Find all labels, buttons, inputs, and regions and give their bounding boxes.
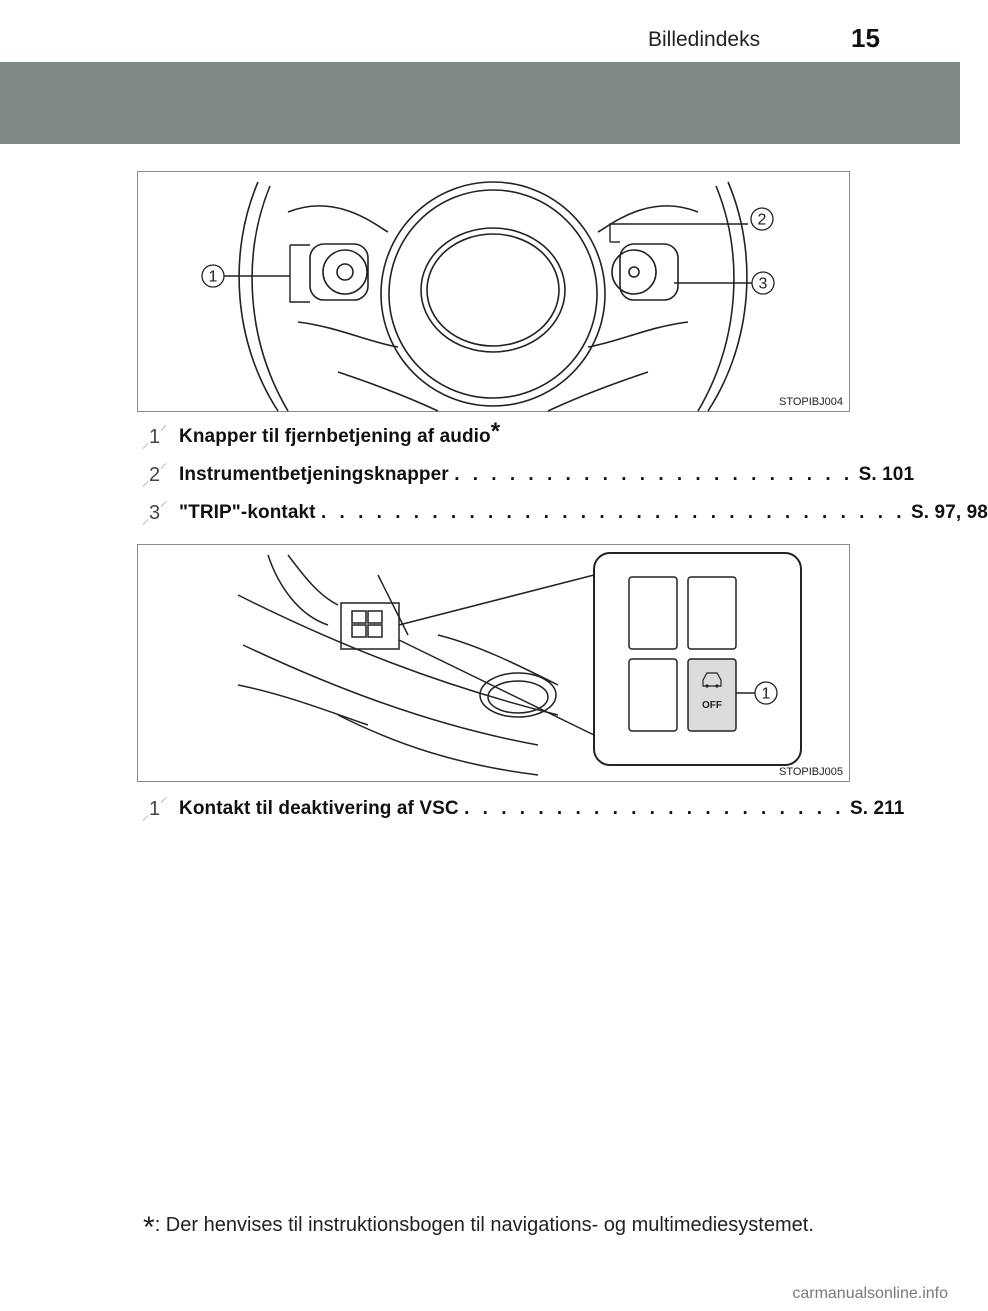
item-label: Kontakt til deaktivering af VSC: [179, 798, 459, 819]
header-band: [0, 62, 960, 144]
page-number: 15: [851, 23, 880, 53]
figure-code: STOPIBJ005: [779, 766, 843, 778]
footnote-star: *: [143, 1211, 155, 1244]
list-item: 1 Kontakt til deaktivering af VSC . . . …: [143, 796, 904, 826]
page-reference[interactable]: S. 97, 98: [910, 502, 988, 523]
console-illustration: OFF 1: [237, 552, 802, 776]
callout-1: 1: [762, 686, 771, 703]
callout-1: 1: [209, 269, 218, 286]
item-label: Instrumentbetjeningsknapper: [179, 464, 449, 485]
footnote-text: : Der henvises til instruktionsbogen til…: [154, 1214, 814, 1236]
console-figure: OFF 1 STOPIBJ005: [137, 544, 850, 782]
item-number: 2: [143, 462, 166, 488]
item-number: 3: [143, 500, 166, 526]
steering-wheel-illustration: 1 2 3: [201, 181, 775, 412]
dot-leaders: . . . . . . . . . . . . . . . . . . . . …: [454, 464, 854, 485]
dot-leaders: . . . . . . . . . . . . . . . . . . . . …: [320, 502, 906, 523]
item-number: 1: [143, 424, 166, 450]
dot-leaders: . . . . . . . . . . . . . . . . . . . . …: [464, 798, 845, 819]
footnote: *: Der henvises til instruktionsbogen ti…: [143, 1205, 814, 1244]
list-item: 3 "TRIP"-kontakt . . . . . . . . . . . .…: [143, 500, 988, 530]
footnote-star: *: [490, 417, 501, 445]
item-number: 1: [143, 796, 166, 822]
item-label: "TRIP"-kontakt: [179, 502, 316, 523]
vsc-off-label: OFF: [702, 700, 722, 711]
list-item: 1 Knapper til fjernbetjening af audio*: [143, 419, 823, 454]
page-reference[interactable]: S. 211: [849, 798, 905, 819]
item-label: Knapper til fjernbetjening af audio: [179, 426, 491, 447]
section-title: Billedindeks: [648, 28, 761, 51]
watermark: carmanualsonline.info: [792, 1285, 948, 1302]
callout-3: 3: [759, 276, 768, 293]
steering-wheel-figure: 1 2 3 STOPIBJ004: [137, 171, 850, 412]
list-item: 2 Instrumentbetjeningsknapper . . . . . …: [143, 462, 914, 492]
figure-code: STOPIBJ004: [779, 396, 843, 408]
page-reference[interactable]: S. 101: [858, 464, 915, 485]
page-header: Billedindeks 15: [0, 0, 960, 62]
callout-2: 2: [758, 212, 767, 229]
